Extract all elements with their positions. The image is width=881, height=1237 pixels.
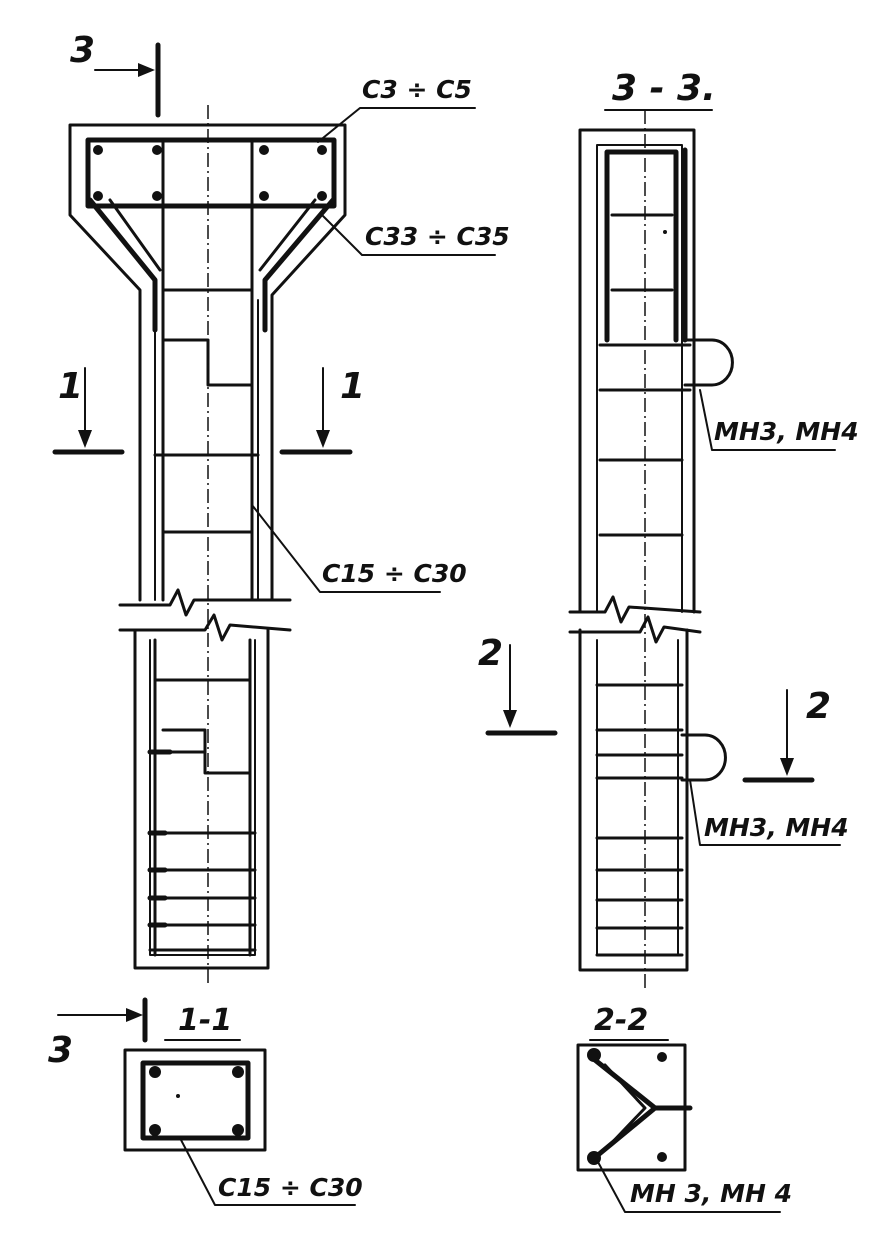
column-elevation-front bbox=[68, 105, 347, 985]
section-1-label-right: 1 bbox=[340, 366, 365, 407]
stirrups-upper bbox=[153, 453, 260, 534]
head-bent-bars-inner bbox=[108, 198, 317, 272]
section-1-cut-mark: 1 1 bbox=[52, 366, 365, 455]
callout-c15-c30-main-label: C15 ÷ C30 bbox=[322, 559, 467, 588]
section-2-2-title: 2-2 bbox=[594, 1003, 648, 1038]
stirrups-lower bbox=[148, 678, 257, 952]
callout-mn3-mn4-upper-label: MH3, MH4 bbox=[714, 417, 859, 446]
stirrup-step-upper bbox=[161, 288, 254, 387]
section-1-label-left: 1 bbox=[58, 366, 83, 407]
head-bent-bars-c33-c35 bbox=[87, 197, 336, 333]
stirrup-mark-left bbox=[147, 749, 173, 928]
callout-mn3-mn4-lower-label: MH3, MH4 bbox=[704, 813, 849, 842]
callout-c33-c35: C33 ÷ C35 bbox=[321, 214, 510, 256]
lifting-loop-lower bbox=[680, 733, 727, 782]
section-2-label-right: 2 bbox=[806, 686, 831, 727]
section-1-1-stirrup bbox=[140, 1060, 251, 1141]
section-3-label-bottom: 3 bbox=[48, 1030, 73, 1071]
section-2-label-left: 2 bbox=[478, 633, 503, 674]
section-3-cut-mark-bottom: 3 bbox=[48, 997, 148, 1071]
column-shaft-outline-lower bbox=[133, 628, 270, 970]
head-cage-c3-c5 bbox=[85, 137, 337, 209]
section-3-label-top: 3 bbox=[70, 30, 95, 71]
section-3-3-outline-lower bbox=[578, 628, 689, 972]
callout-mn3-mn4-section-label: MH 3, MH 4 bbox=[630, 1179, 792, 1208]
callout-c15-c30-main: C15 ÷ C30 bbox=[251, 504, 467, 593]
section-3-3-title: 3 - 3. bbox=[612, 68, 716, 109]
callout-c15-c30-section: C15 ÷ C30 bbox=[179, 1137, 363, 1206]
section-3-3-break-bottom bbox=[568, 615, 702, 644]
section-1-1-title: 1-1 bbox=[178, 1003, 232, 1038]
break-line-bottom bbox=[118, 613, 292, 642]
section-3-cut-mark-top: 3 bbox=[70, 30, 161, 118]
section-3-3-break-top bbox=[568, 595, 702, 624]
section-3-3-outline-upper bbox=[578, 128, 696, 614]
column-cover-line bbox=[149, 299, 259, 956]
lifting-loop-upper bbox=[683, 338, 734, 387]
section-1-1: 1-1 bbox=[123, 1003, 267, 1152]
callout-c3-c5-label: C3 ÷ C5 bbox=[362, 75, 472, 104]
callout-mn3-mn4-section: MH 3, MH 4 bbox=[597, 1161, 792, 1213]
section-1-1-outline bbox=[123, 1048, 267, 1152]
callout-mn3-mn4-upper: MH3, MH4 bbox=[699, 389, 859, 451]
section-2-2: 2-2 bbox=[576, 1003, 693, 1172]
break-line-top bbox=[118, 588, 292, 617]
section-3-3-cover bbox=[596, 144, 683, 956]
column-head-outline bbox=[68, 123, 347, 602]
section-3-3-elevation: 3 - 3. bbox=[568, 68, 734, 990]
callout-mn3-mn4-lower: MH3, MH4 bbox=[689, 779, 849, 846]
callout-c3-c5: C3 ÷ C5 bbox=[317, 75, 476, 143]
callout-c15-c30-section-label: C15 ÷ C30 bbox=[218, 1173, 363, 1202]
callout-c33-c35-label: C33 ÷ C35 bbox=[365, 222, 510, 251]
section-2-cut-mark: 2 2 bbox=[478, 633, 831, 783]
